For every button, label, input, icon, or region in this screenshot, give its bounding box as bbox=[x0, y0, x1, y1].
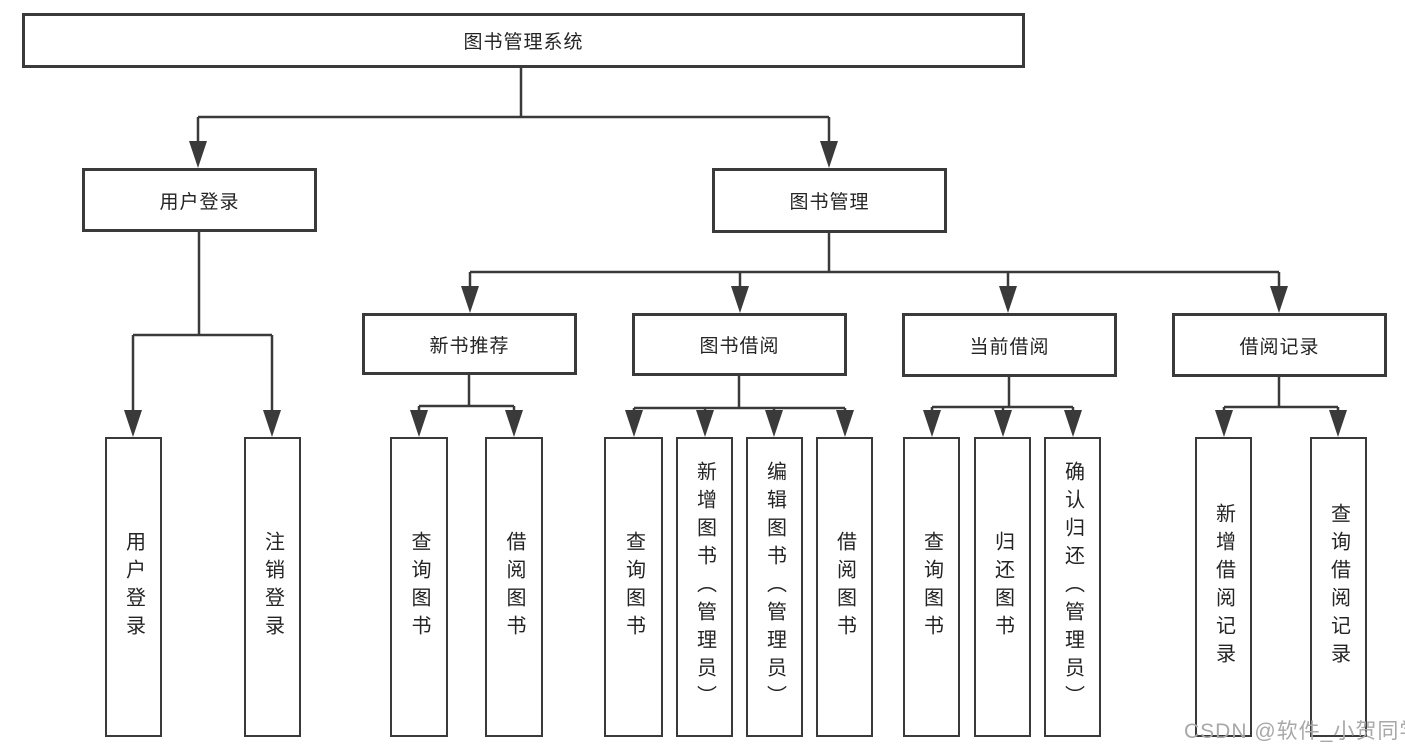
arrowhead-leaf-user-login bbox=[124, 410, 142, 437]
arrowhead-leaf-logout bbox=[263, 410, 281, 437]
arrowhead-borrow-records bbox=[1270, 286, 1288, 313]
leaf-newbooks-borrow-books: 借阅图书 bbox=[485, 437, 543, 737]
leaf-borrow-add-books-admin: 新增图书（管理员） bbox=[676, 437, 733, 737]
leaf-records-add-record: 新增借阅记录 bbox=[1195, 437, 1252, 737]
leaf-newbooks-borrow-books-label: 借阅图书 bbox=[503, 531, 525, 643]
leaf-current-return-books-label: 归还图书 bbox=[991, 531, 1014, 643]
arrowhead-book-borrow bbox=[731, 286, 749, 313]
node-book-borrow: 图书借阅 bbox=[632, 313, 847, 376]
leaf-newbooks-query-books-label: 查询图书 bbox=[408, 531, 430, 643]
arrowhead-cb-confirm bbox=[1064, 410, 1082, 437]
arrowhead-book-mgmt bbox=[820, 141, 838, 168]
node-current-borrow-label: 当前借阅 bbox=[969, 336, 1050, 358]
node-book-management: 图书管理 bbox=[712, 168, 947, 233]
leaf-current-query-books-label: 查询图书 bbox=[920, 531, 943, 643]
leaf-logout: 注销登录 bbox=[244, 437, 301, 737]
leaf-current-query-books: 查询图书 bbox=[903, 437, 960, 737]
leaf-user-login-label: 用户登录 bbox=[122, 531, 145, 643]
node-book-management-label: 图书管理 bbox=[789, 192, 870, 213]
arrowhead-bb-add bbox=[696, 410, 714, 437]
arrowhead-nb-query bbox=[410, 410, 428, 437]
leaf-borrow-edit-books-admin: 编辑图书（管理员） bbox=[746, 437, 803, 737]
arrowhead-bb-borrow bbox=[836, 410, 854, 437]
leaf-records-query-record-label: 查询借阅记录 bbox=[1327, 503, 1350, 671]
arrowhead-new-books bbox=[461, 286, 479, 313]
leaf-records-query-record: 查询借阅记录 bbox=[1310, 437, 1367, 737]
watermark: CSDN @软件_小贺同学 bbox=[1184, 720, 1405, 743]
node-borrow-records: 借阅记录 bbox=[1172, 313, 1387, 377]
leaf-newbooks-query-books: 查询图书 bbox=[390, 437, 448, 737]
leaf-user-login: 用户登录 bbox=[105, 437, 162, 737]
node-current-borrow: 当前借阅 bbox=[902, 313, 1117, 377]
arrowhead-br-query bbox=[1329, 410, 1347, 437]
leaf-current-confirm-return-admin-label: 确认归还（管理员） bbox=[1061, 461, 1084, 713]
node-new-book-recommend-label: 新书推荐 bbox=[429, 335, 510, 357]
leaf-borrow-borrow-books-label: 借阅图书 bbox=[833, 531, 856, 643]
node-book-borrow-label: 图书借阅 bbox=[699, 336, 780, 357]
arrowhead-bb-query bbox=[625, 410, 643, 437]
leaf-current-return-books: 归还图书 bbox=[974, 437, 1031, 737]
leaf-records-add-record-label: 新增借阅记录 bbox=[1212, 503, 1235, 671]
node-borrow-records-label: 借阅记录 bbox=[1239, 336, 1320, 358]
node-new-book-recommend: 新书推荐 bbox=[362, 313, 577, 375]
leaf-borrow-edit-books-admin-label: 编辑图书（管理员） bbox=[763, 461, 786, 713]
node-user-login: 用户登录 bbox=[82, 168, 317, 232]
node-library-system: 图书管理系统 bbox=[22, 13, 1025, 68]
node-user-login-label: 用户登录 bbox=[159, 191, 240, 213]
leaf-borrow-add-books-admin-label: 新增图书（管理员） bbox=[693, 461, 716, 713]
leaf-current-confirm-return-admin: 确认归还（管理员） bbox=[1044, 437, 1101, 737]
leaf-logout-label: 注销登录 bbox=[261, 531, 284, 643]
arrowhead-cb-return bbox=[994, 410, 1012, 437]
arrowhead-bb-edit bbox=[765, 410, 783, 437]
arrowhead-br-add bbox=[1215, 410, 1233, 437]
leaf-borrow-query-books-label: 查询图书 bbox=[622, 531, 645, 643]
leaf-borrow-borrow-books: 借阅图书 bbox=[816, 437, 873, 737]
node-library-system-label: 图书管理系统 bbox=[463, 32, 584, 53]
arrowhead-cb-query bbox=[923, 410, 941, 437]
leaf-borrow-query-books: 查询图书 bbox=[604, 437, 663, 737]
arrowhead-current-borrow bbox=[999, 286, 1017, 313]
arrowhead-user-login bbox=[189, 141, 207, 168]
arrowhead-nb-borrow bbox=[505, 410, 523, 437]
